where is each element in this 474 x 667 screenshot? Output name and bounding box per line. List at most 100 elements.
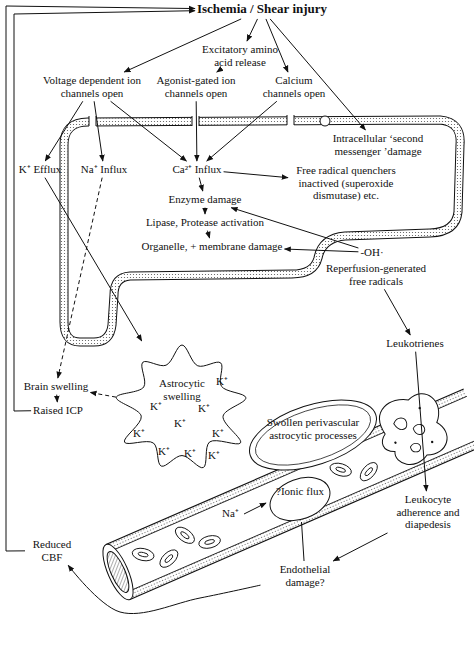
- connector-arrow: [56, 395, 58, 402]
- membrane-band: [64, 120, 460, 342]
- connector-arrow: [111, 101, 187, 161]
- node-text: Leukotrienes: [386, 337, 443, 350]
- node-text: ?Ionic flux: [272, 485, 328, 498]
- ion-label: K⁺: [150, 401, 162, 412]
- connector-arrow: [224, 172, 288, 178]
- connector-arrow: [384, 289, 410, 335]
- process-text: Excitatory amino acid release: [195, 43, 285, 68]
- ionic-flux-oval: ?Ionic flux: [268, 478, 332, 520]
- connector-arrow: [207, 231, 209, 238]
- connector-arrow: [207, 101, 277, 161]
- ion-label: K⁺: [198, 403, 210, 414]
- granule: [431, 440, 434, 443]
- ion-flux-text: K⁺ Efflux: [19, 163, 62, 176]
- channel-edge: [287, 115, 288, 125]
- leukocyte-nucleus: [393, 411, 432, 456]
- connector-arrow: [205, 208, 206, 214]
- node-text: Reduced CBF: [27, 538, 77, 563]
- process-text: Intracellular ‘second messenger ’damage: [322, 132, 434, 157]
- channel-edge: [89, 116, 90, 126]
- node-text: K⁺ Efflux: [19, 163, 62, 176]
- connector-arrow: [247, 19, 258, 41]
- node-text: Excitatory amino acid release: [195, 43, 285, 68]
- connector-arrow: [416, 352, 427, 491]
- ion-label: K⁺: [216, 376, 228, 387]
- process-text: Reperfusion-generated free radicals: [316, 262, 436, 287]
- process-text: Free radical quenchers inactived (supero…: [290, 164, 402, 202]
- connector-arrow: [231, 208, 358, 248]
- connector-arrow: [217, 70, 219, 72]
- node-text: Intracellular ‘second messenger ’damage: [322, 132, 434, 157]
- process-text: Organelle, + membrane damage: [142, 240, 283, 253]
- ion-label: K⁺: [133, 428, 145, 439]
- node-text: Endothelial damage?: [263, 563, 348, 588]
- astrocyte-outline: [116, 345, 246, 468]
- channel-gap: [287, 112, 294, 128]
- process-text: Agonist-gated ion channels open: [150, 74, 242, 99]
- node-text: Agonist-gated ion channels open: [150, 74, 242, 99]
- node-text: Brain swelling: [24, 380, 88, 393]
- node-text: Organelle, + membrane damage: [142, 240, 283, 253]
- red-cell: [328, 461, 353, 479]
- ion-label: Na⁺: [222, 508, 239, 519]
- node-text: Voltage dependent ion channels open: [40, 74, 145, 99]
- node-text: Enzyme damage: [169, 193, 242, 206]
- red-cell-center: [335, 466, 346, 473]
- node-text: Ischemia / Shear injury: [197, 2, 327, 17]
- node-text: Swollen perivascular astrocytic processe…: [263, 416, 363, 441]
- red-cell-center: [164, 554, 174, 564]
- membrane-outer: [64, 120, 460, 342]
- node-text: Lipase, Protease activation: [146, 216, 264, 229]
- process-text: Leukocyte adherence and diapedesis: [387, 493, 469, 531]
- ion-label: K⁺: [208, 450, 220, 461]
- node-text: Calcium channels open: [258, 74, 330, 99]
- node-text: Ca²⁺ Influx: [172, 163, 221, 176]
- outcome-text: Brain swelling: [24, 380, 88, 393]
- process-text: Endothelial damage?: [263, 563, 348, 588]
- red-cell: [357, 459, 381, 483]
- connector-arrow: [302, 522, 305, 561]
- cell-membrane: [64, 112, 460, 342]
- red-cell-center: [180, 531, 190, 540]
- node-text: Na⁺ Influx: [81, 163, 127, 176]
- connector-arrow: [6, 6, 195, 551]
- connector-arrow: [196, 101, 198, 161]
- channel-edge: [96, 116, 97, 126]
- red-cell-center: [204, 539, 215, 545]
- shape-outline: [118, 343, 246, 475]
- connector-arrow: [14, 11, 195, 411]
- connector-arrow: [58, 178, 102, 378]
- channel-edge: [192, 116, 193, 126]
- process-text: Calcium channels open: [258, 74, 330, 99]
- ion-label: K⁺: [184, 448, 196, 459]
- connector-arrow: [45, 101, 83, 161]
- process-text: Voltage dependent ion channels open: [40, 74, 145, 99]
- channel-edge: [199, 116, 200, 126]
- ellipse-outline: [241, 386, 385, 484]
- ion-flux-text: Ca²⁺ Influx: [172, 163, 221, 176]
- connector-arrow: [270, 19, 365, 130]
- red-cell: [157, 547, 181, 571]
- red-cell: [131, 546, 155, 562]
- outcome-text: Reduced CBF: [27, 538, 77, 563]
- ion-arrow: [244, 503, 266, 514]
- astrocyte-shape: Astrocytic swelling: [118, 343, 246, 475]
- inner-outline: [248, 393, 378, 478]
- connector-arrow: [333, 533, 387, 561]
- ion-label: K⁺: [174, 418, 186, 429]
- connector-arrow: [68, 565, 260, 613]
- red-cell: [172, 524, 197, 547]
- node-text: -OH·: [360, 246, 383, 259]
- vessel-lumen: [103, 549, 133, 595]
- ion-flux-text: Na⁺ Influx: [81, 163, 127, 176]
- receptor-circle: [320, 116, 330, 126]
- connector-arrow: [266, 19, 288, 72]
- channel-gap: [192, 113, 199, 129]
- granule: [418, 407, 421, 410]
- node-text: Leukocyte adherence and diapedesis: [387, 493, 469, 531]
- connector-arrow: [94, 101, 103, 161]
- process-text: Lipase, Protease activation: [146, 216, 264, 229]
- node-text: Reperfusion-generated free radicals: [316, 262, 436, 287]
